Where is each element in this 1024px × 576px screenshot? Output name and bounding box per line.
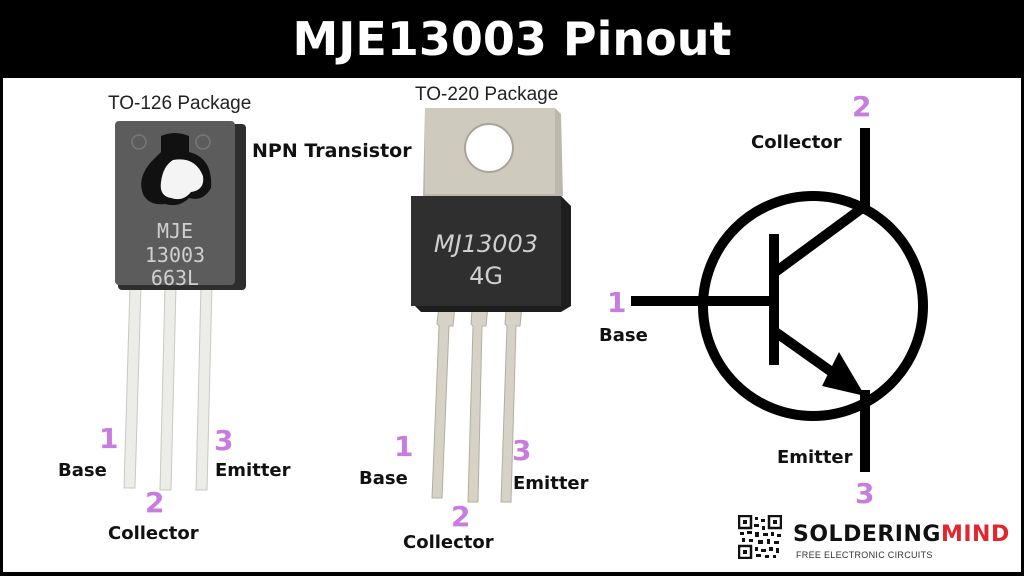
- qr-code-icon: [738, 515, 782, 559]
- to126-pin-2-number: 2: [145, 486, 165, 519]
- symbol-base-label: Base: [599, 325, 648, 346]
- to126-marking-line-2: 13003: [145, 243, 205, 267]
- npn-symbol: [631, 128, 928, 472]
- to220-pin-2-label: Collector: [403, 532, 494, 553]
- symbol-collector-number: 2: [852, 90, 872, 123]
- to126-marking-line-3: 663L: [151, 266, 199, 290]
- to220-pin-2-number: 2: [451, 500, 471, 533]
- to220-pin-3-number: 3: [512, 434, 532, 467]
- diagram-canvas: TO-126 Package MJE 13003 663L 1 Base 2 C…: [3, 78, 1021, 572]
- to220-transistor-image: MJ13003 4G: [411, 108, 571, 503]
- to126-pin-3-label: Emitter: [215, 460, 291, 481]
- brand-logo: SOLDERINGMIND: [793, 522, 1010, 547]
- npn-transistor-label: NPN Transistor: [252, 140, 412, 162]
- brand-name-part1: SOLDERING: [793, 522, 941, 547]
- to220-marking-line-2: 4G: [469, 262, 503, 290]
- to220-pin-1-number: 1: [394, 430, 414, 463]
- to126-leads: [123, 285, 213, 491]
- symbol-collector-label: Collector: [751, 132, 842, 153]
- symbol-emitter-number: 3: [855, 477, 875, 510]
- to220-pin-3-label: Emitter: [513, 473, 589, 494]
- to220-marking-line-1: MJ13003: [434, 230, 538, 258]
- to126-pin-1-number: 1: [99, 422, 119, 455]
- to126-transistor-image: MJE 13003 663L: [115, 121, 246, 491]
- to220-pin-1-label: Base: [359, 468, 408, 489]
- to126-pin-1-label: Base: [58, 460, 107, 481]
- to126-pin-3-number: 3: [214, 424, 234, 457]
- to126-marking-line-1: MJE: [157, 219, 193, 243]
- to126-pin-2-label: Collector: [108, 523, 199, 544]
- symbol-base-number: 1: [607, 286, 627, 319]
- brand-tagline: FREE ELECTRONIC CIRCUITS: [796, 550, 933, 560]
- symbol-emitter-label: Emitter: [777, 447, 853, 468]
- to126-package-label: TO-126 Package: [108, 93, 252, 114]
- to220-package-label: TO-220 Package: [415, 84, 559, 105]
- page-title: MJE13003 Pinout: [292, 12, 732, 66]
- title-bar: MJE13003 Pinout: [0, 0, 1024, 78]
- brand-name-part2: MIND: [940, 522, 1010, 547]
